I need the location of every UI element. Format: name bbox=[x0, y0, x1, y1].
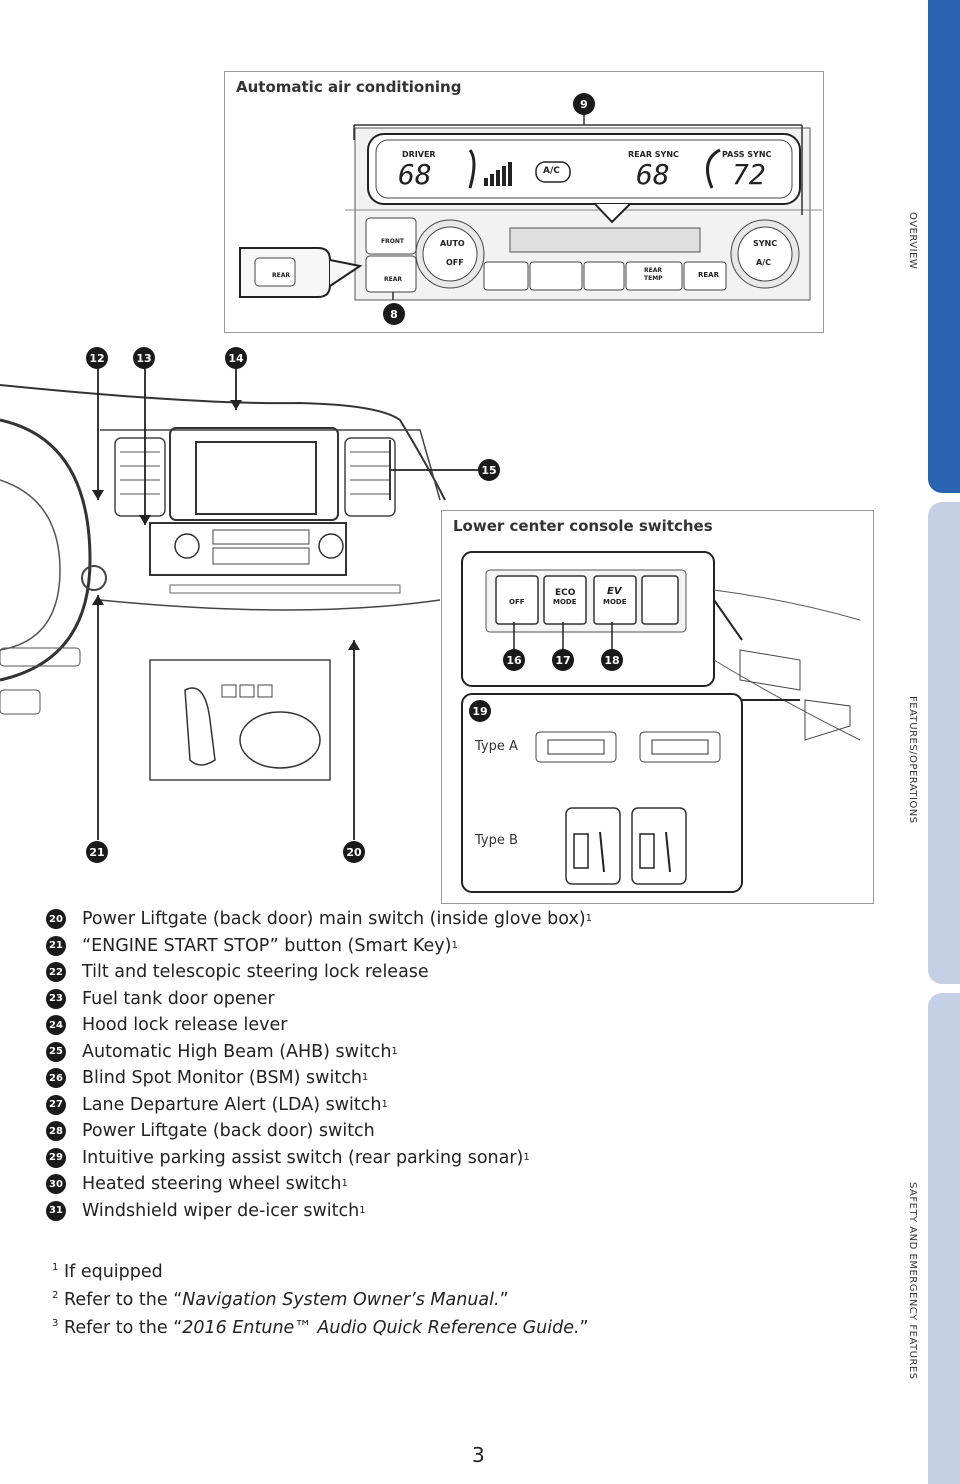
ev-mode-label: MODE bbox=[603, 598, 627, 606]
callout-17: 17 bbox=[552, 649, 574, 671]
callout-21: 21 bbox=[86, 841, 108, 863]
ac-lcd bbox=[367, 133, 801, 205]
legend-number-badge: 22 bbox=[46, 962, 66, 983]
off-button[interactable]: OFF bbox=[446, 258, 464, 267]
footnote-2-marker: 2 bbox=[52, 1290, 59, 1302]
callout-20: 20 bbox=[343, 841, 365, 863]
ac-temp-right: 72 bbox=[732, 158, 766, 191]
footnote-2-title: Navigation System Owner’s Manual. bbox=[182, 1290, 500, 1310]
footnote-3-suffix: ” bbox=[579, 1318, 589, 1338]
tab-overview[interactable] bbox=[928, 0, 960, 493]
legend-number-badge: 25 bbox=[46, 1041, 66, 1062]
callout-13: 13 bbox=[133, 347, 155, 369]
footnote-1-marker: 1 bbox=[52, 1262, 59, 1274]
legend-number-badge: 24 bbox=[46, 1015, 66, 1036]
footnote-1: 1 If equipped bbox=[52, 1262, 163, 1282]
ac-button[interactable]: A/C bbox=[756, 258, 771, 267]
sync-button[interactable]: SYNC bbox=[753, 239, 778, 248]
traction-off-switch[interactable]: OFF bbox=[509, 598, 525, 606]
rear-defrost-button[interactable]: REAR bbox=[384, 276, 402, 283]
legend-item: 29 Intuitive parking assist switch (rear … bbox=[46, 1145, 592, 1172]
legend-number-badge: 29 bbox=[46, 1147, 66, 1168]
page-number: 3 bbox=[472, 1443, 485, 1467]
footnote-3-marker: 3 bbox=[52, 1318, 59, 1330]
ev-switch-label[interactable]: EV bbox=[607, 586, 622, 597]
legend-text: Hood lock release lever bbox=[82, 1015, 288, 1036]
callout-19: 19 bbox=[469, 700, 491, 722]
callout-9: 9 bbox=[573, 93, 595, 115]
ac-panel-title: Automatic air conditioning bbox=[236, 78, 462, 96]
tab-features-label: FEATURES/OPERATIONS bbox=[907, 696, 918, 824]
rear-inset-label: REAR bbox=[272, 272, 290, 279]
ac-temp-left: 68 bbox=[398, 158, 432, 191]
legend-item: 24 Hood lock release lever bbox=[46, 1012, 592, 1039]
callout-18: 18 bbox=[601, 649, 623, 671]
footnote-2: 2 Refer to the “Navigation System Owner’… bbox=[52, 1290, 509, 1310]
callout-8: 8 bbox=[383, 303, 405, 325]
ac-display-ac-label: A/C bbox=[543, 166, 560, 176]
legend-text: Heated steering wheel switch bbox=[82, 1174, 342, 1195]
legend-text: Blind Spot Monitor (BSM) switch bbox=[82, 1068, 362, 1089]
tab-overview-label: OVERVIEW bbox=[907, 212, 918, 270]
legend-list: 20 Power Liftgate (back door) main switch… bbox=[46, 906, 592, 1224]
footnote-3-prefix: Refer to the “ bbox=[63, 1318, 183, 1338]
legend-text: Windshield wiper de-icer switch bbox=[82, 1200, 360, 1221]
seat-heater-type-b-label: Type B bbox=[475, 833, 518, 848]
eco-mode-label: MODE bbox=[553, 598, 577, 606]
dashboard-illustration bbox=[0, 368, 478, 840]
seat-heater-type-a-label: Type A bbox=[475, 739, 518, 754]
ac-driver-label: DRIVER bbox=[402, 150, 436, 159]
tab-safety[interactable] bbox=[928, 993, 960, 1484]
legend-item: 20 Power Liftgate (back door) main switch… bbox=[46, 906, 592, 933]
legend-text: Fuel tank door opener bbox=[82, 988, 275, 1009]
legend-text: Power Liftgate (back door) main switch (… bbox=[82, 909, 586, 930]
rear-temp-button[interactable]: REAR TEMP bbox=[644, 267, 663, 282]
legend-item: 28 Power Liftgate (back door) switch bbox=[46, 1118, 592, 1145]
footnote-3: 3 Refer to the “2016 Entune™ Audio Quick… bbox=[52, 1318, 589, 1338]
footnote-2-suffix: ” bbox=[499, 1290, 509, 1310]
front-defrost-button[interactable]: FRONT bbox=[381, 238, 404, 245]
legend-text: “ENGINE START STOP” button (Smart Key) bbox=[82, 935, 452, 956]
legend-item: 21 “ENGINE START STOP” button (Smart Key)… bbox=[46, 933, 592, 960]
callout-14: 14 bbox=[225, 347, 247, 369]
callout-15: 15 bbox=[478, 459, 500, 481]
legend-number-badge: 30 bbox=[46, 1174, 66, 1195]
legend-text: Power Liftgate (back door) switch bbox=[82, 1121, 375, 1142]
legend-number-badge: 21 bbox=[46, 935, 66, 956]
legend-number-badge: 26 bbox=[46, 1068, 66, 1089]
rear-fan-button[interactable]: REAR bbox=[698, 271, 719, 279]
legend-number-badge: 28 bbox=[46, 1121, 66, 1142]
tab-safety-label: SAFETY AND EMERGENCY FEATURES bbox=[907, 1182, 918, 1380]
eco-switch-label[interactable]: ECO bbox=[555, 588, 576, 598]
tab-features[interactable] bbox=[928, 502, 960, 984]
legend-text: Tilt and telescopic steering lock releas… bbox=[82, 962, 429, 983]
legend-item: 22 Tilt and telescopic steering lock rele… bbox=[46, 959, 592, 986]
console-switches-title: Lower center console switches bbox=[453, 517, 713, 535]
legend-text: Intuitive parking assist switch (rear pa… bbox=[82, 1147, 524, 1168]
legend-number-badge: 23 bbox=[46, 988, 66, 1009]
ac-rear-sync-label: REAR SYNC bbox=[628, 150, 679, 159]
footnote-3-title: 2016 Entune™ Audio Quick Reference Guide… bbox=[182, 1318, 580, 1338]
legend-text: Automatic High Beam (AHB) switch bbox=[82, 1041, 392, 1062]
ac-pass-sync-label: PASS SYNC bbox=[722, 150, 772, 159]
ac-temp-mid: 68 bbox=[636, 158, 670, 191]
console-switches-illustration bbox=[461, 551, 861, 893]
footnote-1-text: If equipped bbox=[63, 1262, 163, 1282]
ac-panel-frame bbox=[224, 71, 824, 333]
callout-16: 16 bbox=[503, 649, 525, 671]
auto-button[interactable]: AUTO bbox=[440, 239, 465, 248]
legend-number-badge: 20 bbox=[46, 909, 66, 930]
legend-item: 23 Fuel tank door opener bbox=[46, 986, 592, 1013]
legend-text: Lane Departure Alert (LDA) switch bbox=[82, 1094, 382, 1115]
legend-number-badge: 27 bbox=[46, 1094, 66, 1115]
footnote-2-prefix: Refer to the “ bbox=[63, 1290, 183, 1310]
legend-number-badge: 31 bbox=[46, 1200, 66, 1221]
ac-panel-illustration bbox=[239, 113, 822, 301]
callout-12: 12 bbox=[86, 347, 108, 369]
